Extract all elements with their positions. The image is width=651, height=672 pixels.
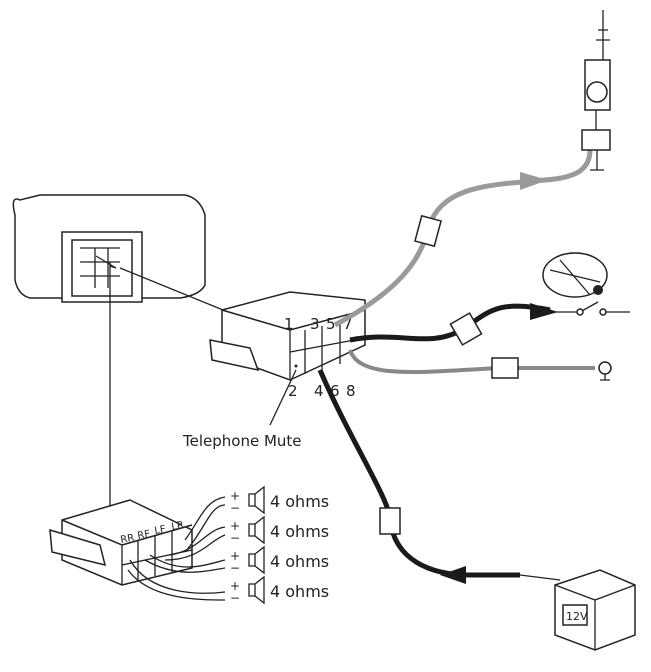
speaker-icon [248, 545, 265, 575]
minus-terminal-label: − [230, 591, 240, 605]
speaker-3: +− 4 ohms [230, 545, 329, 575]
plus-terminal-label: + [230, 579, 240, 593]
minus-terminal-label: − [230, 501, 240, 515]
impedance-label: 4 ohms [270, 522, 329, 541]
channel-lr: LR [171, 520, 185, 533]
speaker-icon [248, 485, 265, 515]
pin-label-4: 4 [314, 382, 324, 400]
plus-terminal-label: + [230, 489, 240, 503]
battery [554, 569, 636, 651]
iso-adapter [209, 291, 366, 426]
pin-label-8: 8 [346, 382, 356, 400]
impedance-label: 4 ohms [270, 552, 329, 571]
ignition-wire [349, 303, 551, 343]
channel-lf: LF [154, 524, 167, 537]
pin-label-7: 7 [343, 315, 353, 333]
channel-rr: RR [120, 533, 136, 546]
plus-terminal-label: + [230, 549, 240, 563]
radio-to-adapter-line [119, 267, 229, 313]
speaker-2: +− 4 ohms [230, 515, 329, 545]
channel-rf: RF [137, 529, 152, 542]
battery-label: 12V [566, 610, 588, 623]
speaker-connector [49, 499, 193, 586]
speaker-1: +− 4 ohms [230, 485, 329, 515]
ground-wire [348, 349, 595, 375]
pin-label-6: 6 [330, 382, 340, 400]
speaker-4: +− 4 ohms [230, 575, 329, 605]
plus-terminal-label: + [230, 519, 240, 533]
telephone-mute-label: Telephone Mute [182, 432, 302, 450]
radio-head-unit [12, 194, 206, 303]
minus-terminal-label: − [230, 561, 240, 575]
pin-label-5: 5 [326, 315, 336, 333]
antenna-wire [333, 149, 593, 328]
pin-label-1: 1 [284, 315, 294, 333]
pin-label-2: 2 [288, 382, 298, 400]
minus-terminal-label: − [230, 531, 240, 545]
ignition-switch [542, 252, 608, 298]
power-antenna [581, 10, 611, 171]
speaker-icon [248, 515, 265, 545]
impedance-label: 4 ohms [270, 492, 329, 511]
impedance-label: 4 ohms [270, 582, 329, 601]
pin-label-3: 3 [310, 315, 320, 333]
speaker-icon [248, 575, 265, 605]
battery-wire [317, 369, 520, 578]
